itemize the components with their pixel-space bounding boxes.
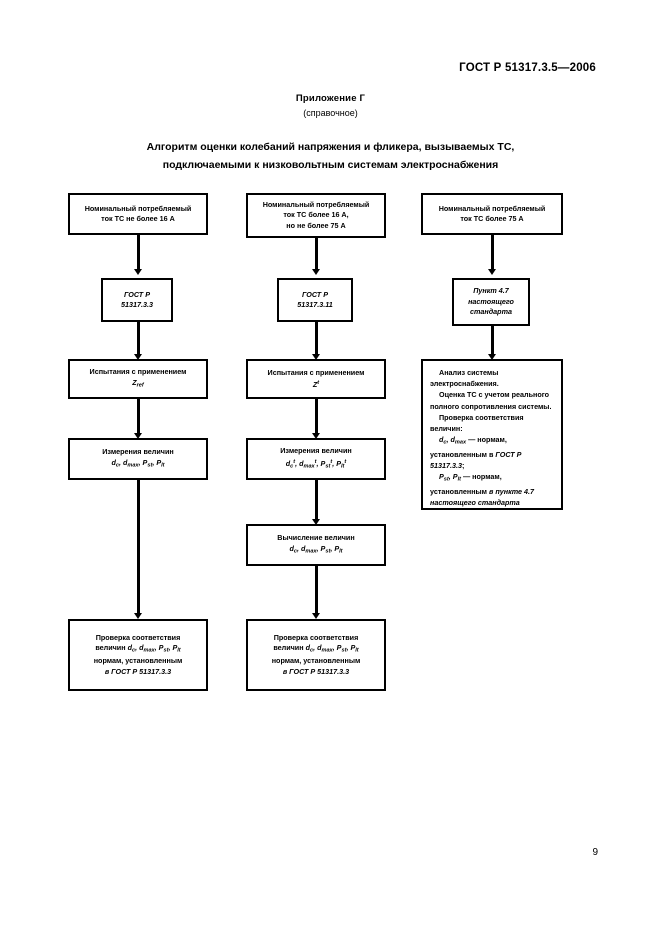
- page-title: Алгоритм оценки колебаний напряжения и ф…: [70, 138, 591, 174]
- node-line: ток ТС более 16 А,: [283, 210, 349, 220]
- connector-c2-5: [314, 566, 318, 615]
- analysis-paragraph-formula-1: dc, dmax — нормам, установленным в ГОСТ …: [430, 435, 522, 471]
- arrow-c3-1: [487, 269, 496, 275]
- node-line: Проверка соответствия: [273, 632, 359, 642]
- analysis-paragraph: Проверка соответствия величин:: [430, 412, 524, 434]
- page-title-line-2: подключаемыми к низковольтным системам э…: [162, 159, 499, 171]
- node-line: величин dc, dmax, Pst, Plt: [95, 643, 181, 654]
- connector-c2-3: [314, 399, 318, 435]
- node-formula: dct, dmaxt, Pstt, Pltt: [285, 458, 347, 470]
- annex-kind-label: (справочное): [303, 108, 358, 118]
- arrow-c1-3: [133, 433, 142, 439]
- node-line: Пункт 4.7: [473, 286, 509, 296]
- node-formula: Zt: [312, 380, 320, 389]
- page-title-line-1: Алгоритм оценки колебаний напряжения и ф…: [146, 141, 515, 153]
- node-line: Испытания с применением: [89, 367, 187, 377]
- node-standard-51317-3-11: ГОСТ Р 51317.3.11: [277, 278, 353, 322]
- connector-c1-2: [136, 322, 140, 356]
- node-rated-current-16-75a: Номинальный потребляемый ток ТС более 16…: [246, 193, 386, 238]
- arrow-c3-2: [487, 354, 496, 360]
- connector-c2-1: [314, 238, 318, 271]
- node-rated-current-16a: Номинальный потребляемый ток ТС не более…: [68, 193, 208, 235]
- node-line: в ГОСТ Р 51317.3.3: [104, 666, 172, 676]
- node-compliance-check: Проверка соответствия величин dc, dmax, …: [68, 619, 208, 691]
- node-line: Измерения величин: [280, 446, 352, 456]
- connector-c1-4: [136, 480, 140, 615]
- page-number: 9: [592, 847, 598, 858]
- arrow-c2-3: [311, 433, 320, 439]
- node-line: Испытания с применением: [267, 367, 365, 377]
- node-line: нормам, установленным: [271, 656, 361, 666]
- node-line: 51317.3.11: [297, 300, 333, 309]
- node-formula: dc, dmax, Pst, Plt: [111, 457, 165, 469]
- annex-label: Приложение Г: [295, 93, 366, 104]
- node-clause-4-7: Пункт 4.7 настоящего стандарта: [452, 278, 530, 326]
- node-line: Номинальный потребляемый: [84, 203, 192, 213]
- analysis-paragraph: Анализ системы электроснабжения.: [430, 368, 499, 389]
- connector-c3-1: [490, 235, 494, 271]
- node-standard-51317-3-3: ГОСТ Р 51317.3.3: [101, 278, 173, 322]
- connector-c3-2: [490, 326, 494, 356]
- node-line: в ГОСТ Р 51317.3.3: [282, 666, 350, 676]
- node-compliance-check-2: Проверка соответствия величин dc, dmax, …: [246, 619, 386, 691]
- node-calculation: Вычисление величин dc, dmax, Pst, Plt: [246, 524, 386, 566]
- arrow-c2-5: [311, 613, 320, 619]
- node-line: нормам, установленным: [93, 656, 183, 666]
- analysis-paragraph-formula-2: Pst, Plt — нормам, установленным в пункт…: [430, 472, 534, 508]
- node-line: стандарта: [470, 307, 512, 317]
- node-rated-current-over-75a: Номинальный потребляемый ток ТС более 75…: [421, 193, 563, 235]
- node-line: Измерения величин: [102, 447, 174, 457]
- node-line: Вычисление величин: [277, 533, 355, 543]
- node-line: ГОСТ Р: [123, 289, 150, 299]
- node-system-analysis: Анализ системы электроснабжения. Оценка …: [421, 359, 563, 510]
- arrow-c2-2: [311, 354, 320, 360]
- connector-c2-2: [314, 322, 318, 356]
- connector-c2-4: [314, 480, 318, 521]
- analysis-paragraph: Оценка ТС с учетом реального полного соп…: [430, 390, 552, 411]
- node-line: настоящего: [468, 296, 514, 306]
- node-line: ток ТС более 75 А: [460, 214, 524, 223]
- node-formula: dc, dmax, Pst, Plt: [289, 543, 343, 555]
- node-measurements: Измерения величин dc, dmax, Pst, Plt: [68, 438, 208, 480]
- arrow-c1-4: [133, 613, 142, 619]
- arrow-c1-1: [133, 269, 142, 275]
- connector-c1-1: [136, 235, 140, 271]
- node-line: но не более 75 А: [286, 220, 346, 230]
- node-line: Номинальный потребляемый: [262, 199, 370, 209]
- node-line: ГОСТ Р: [301, 289, 328, 299]
- document-header-standard-number: ГОСТ Р 51317.3.5—2006: [459, 62, 596, 74]
- arrow-c2-4: [311, 519, 320, 525]
- node-line: Номинальный потребляемый: [438, 203, 546, 213]
- connector-c1-3: [136, 399, 140, 435]
- node-tests-zref: Испытания с применением Zref: [68, 359, 208, 399]
- arrow-c1-2: [133, 354, 142, 360]
- node-line: 51317.3.3: [121, 300, 153, 309]
- node-line: величин dc, dmax, Pst, Plt: [273, 643, 359, 654]
- node-measurements-t: Измерения величин dct, dmaxt, Pstt, Pltt: [246, 438, 386, 480]
- node-line: Проверка соответствия: [95, 632, 181, 642]
- node-line: ток ТС не более 16 А: [101, 214, 175, 223]
- node-tests-ztest: Испытания с применением Zt: [246, 359, 386, 399]
- arrow-c2-1: [311, 269, 320, 275]
- node-formula: Zref: [132, 377, 144, 389]
